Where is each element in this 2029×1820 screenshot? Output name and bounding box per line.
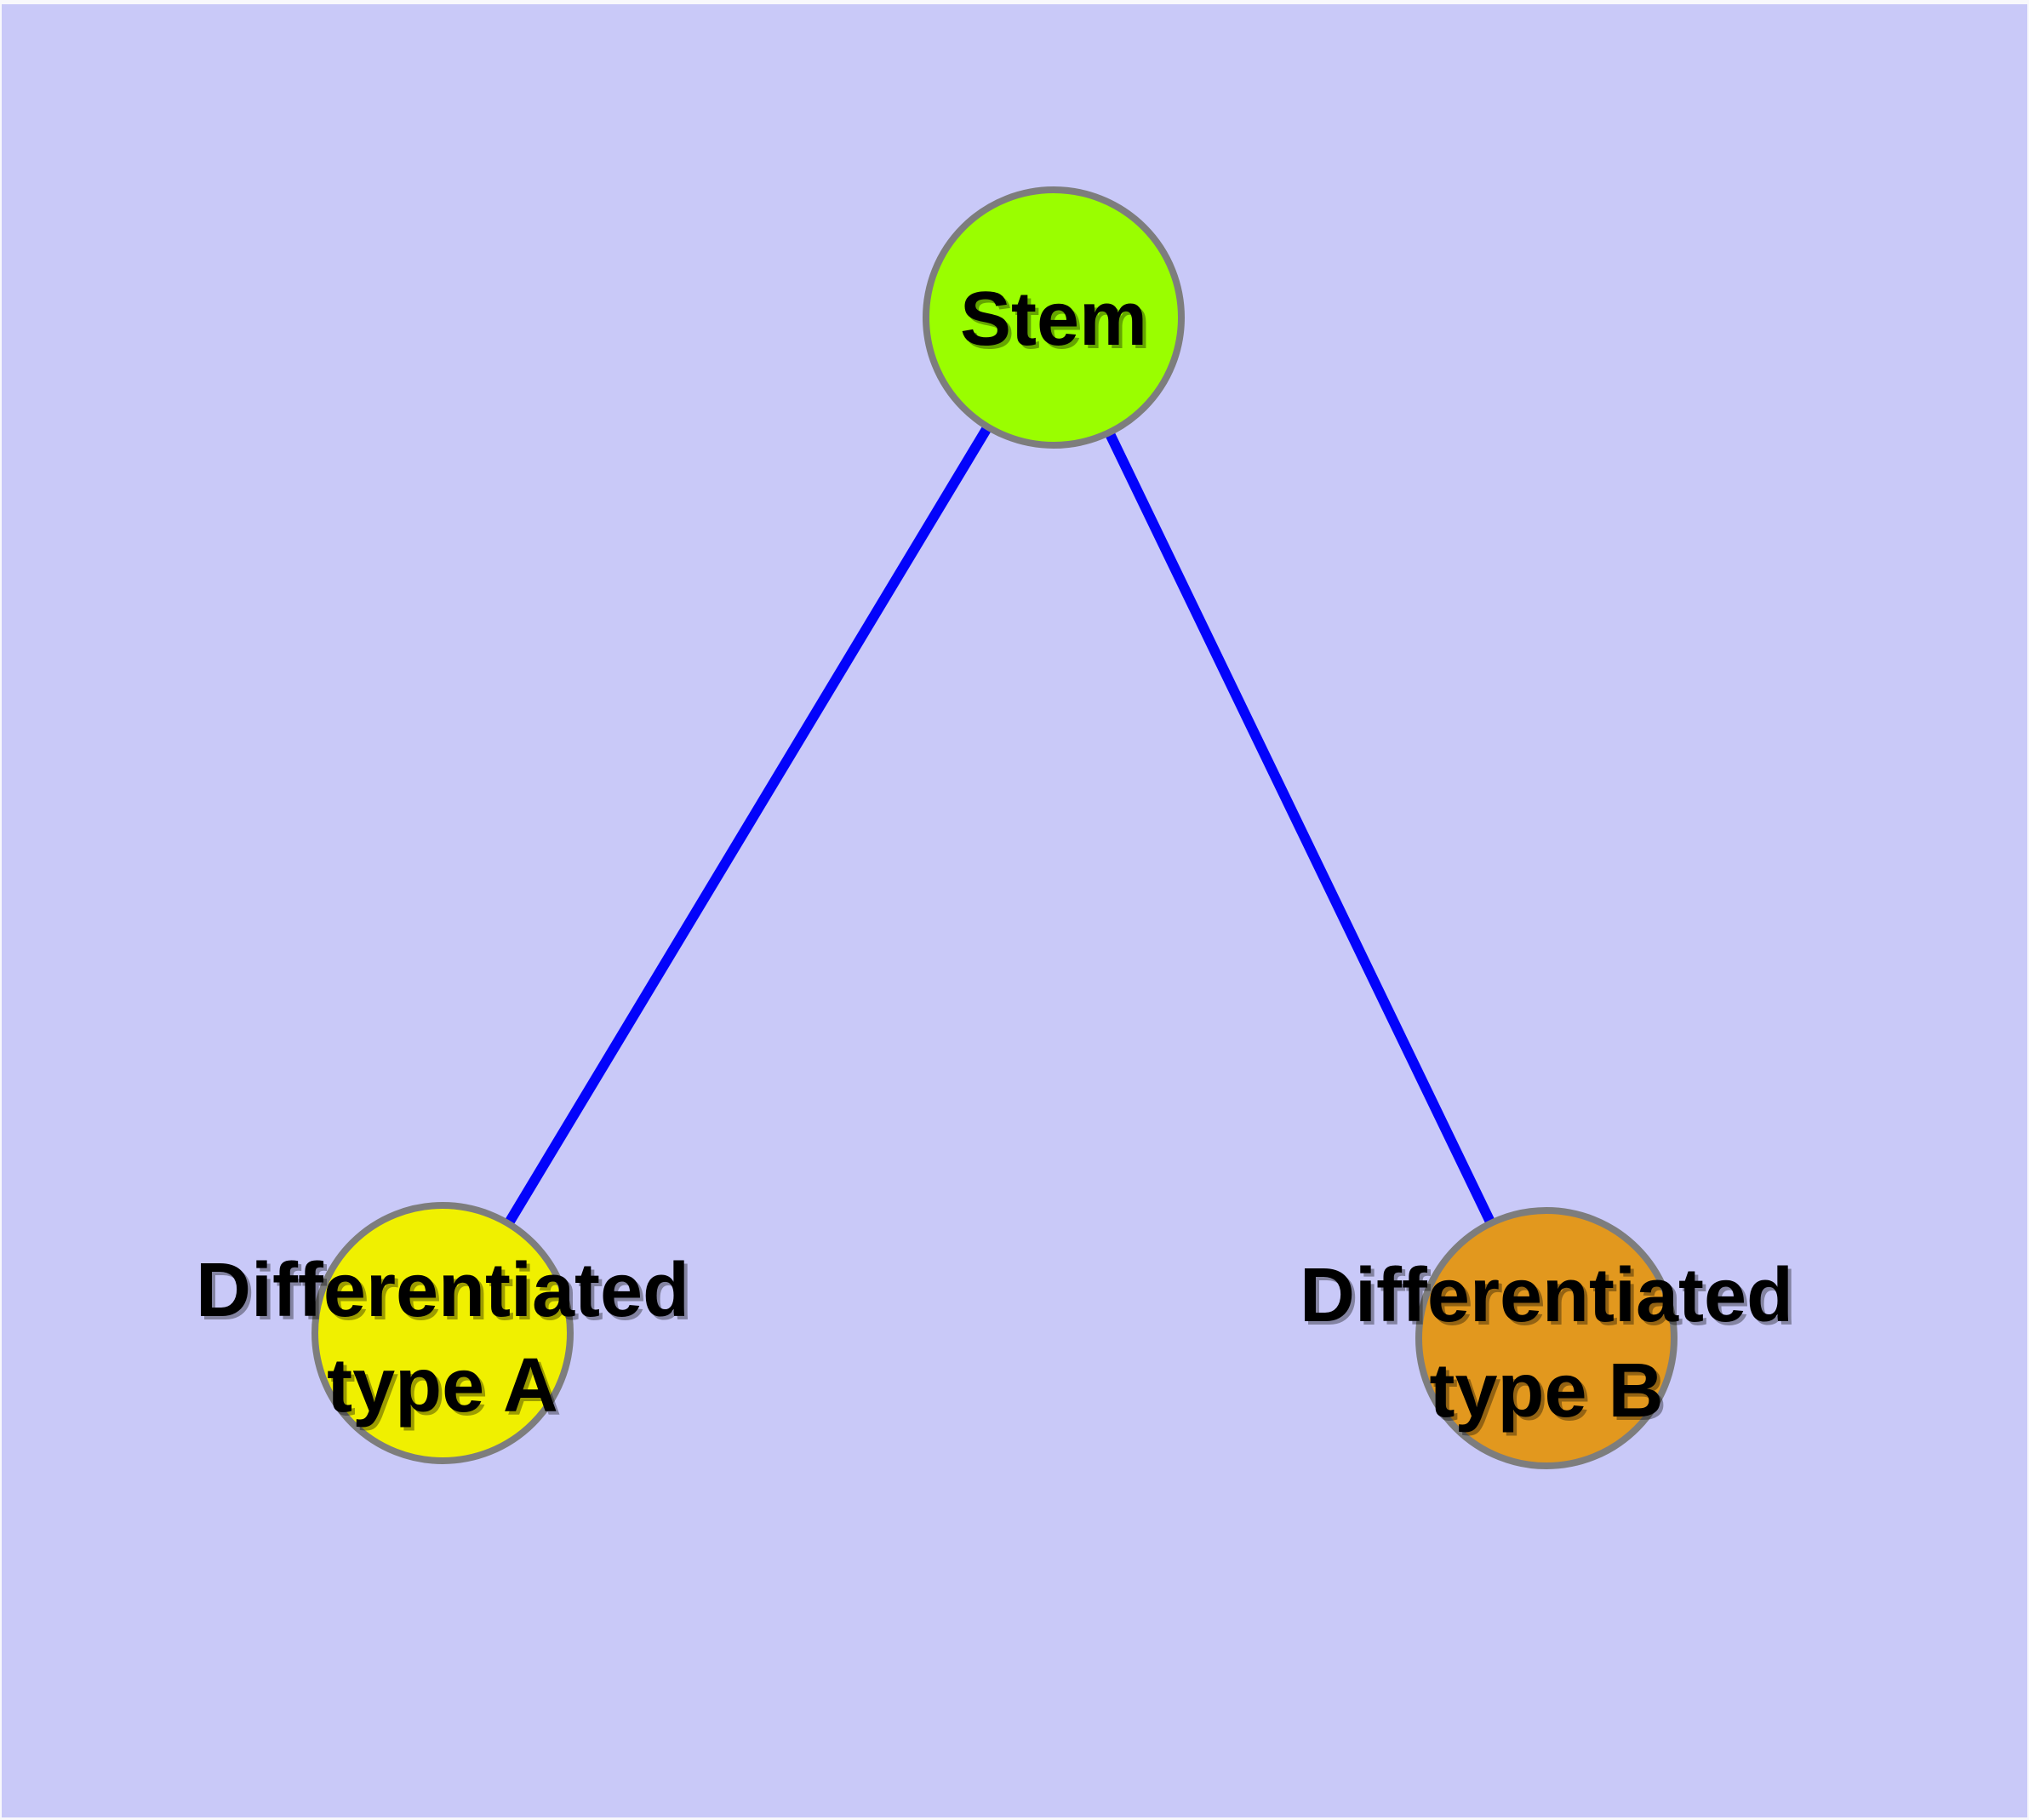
canvas-edge-strip xyxy=(0,1817,2029,1820)
node-label-line: type A xyxy=(330,1347,562,1432)
canvas-edge-strip xyxy=(0,0,2,1820)
node-label-line: type A xyxy=(327,1343,558,1428)
canvas-edge-strip xyxy=(2027,0,2029,1820)
edges-layer xyxy=(437,314,1552,1341)
canvas-edge-strip xyxy=(0,0,2029,4)
node-circle-stem xyxy=(923,186,1185,449)
node-label-line: Differentiated xyxy=(1303,1256,1797,1342)
node-label-stem: Stem xyxy=(960,277,1147,362)
node-circle-type_b xyxy=(1415,1207,1677,1469)
node-label-shadow-type_b: Differentiated type B xyxy=(1303,1256,1797,1437)
node-label-type_b: Differentiated type B xyxy=(1300,1253,1793,1434)
node-label-shadow-type_a: Differentiated type A xyxy=(199,1251,693,1432)
node-label-line: Differentiated xyxy=(1300,1253,1793,1338)
node-label-line: Differentiated xyxy=(196,1248,689,1333)
node-circle-type_a xyxy=(311,1202,574,1464)
node-label-line: Stem xyxy=(963,280,1151,365)
node-label-line: Stem xyxy=(960,277,1147,362)
node-label-shadow-stem: Stem xyxy=(963,280,1151,365)
node-label-line: Differentiated xyxy=(199,1251,693,1336)
node-label-type_a: Differentiated type A xyxy=(196,1248,689,1428)
edge-stem-to-type_a xyxy=(437,314,1059,1336)
node-label-line: type B xyxy=(1429,1348,1663,1434)
edge-stem-to-type_b xyxy=(1049,315,1552,1341)
node-label-line: type B xyxy=(1432,1352,1666,1437)
nodes-layer xyxy=(311,186,1677,1469)
